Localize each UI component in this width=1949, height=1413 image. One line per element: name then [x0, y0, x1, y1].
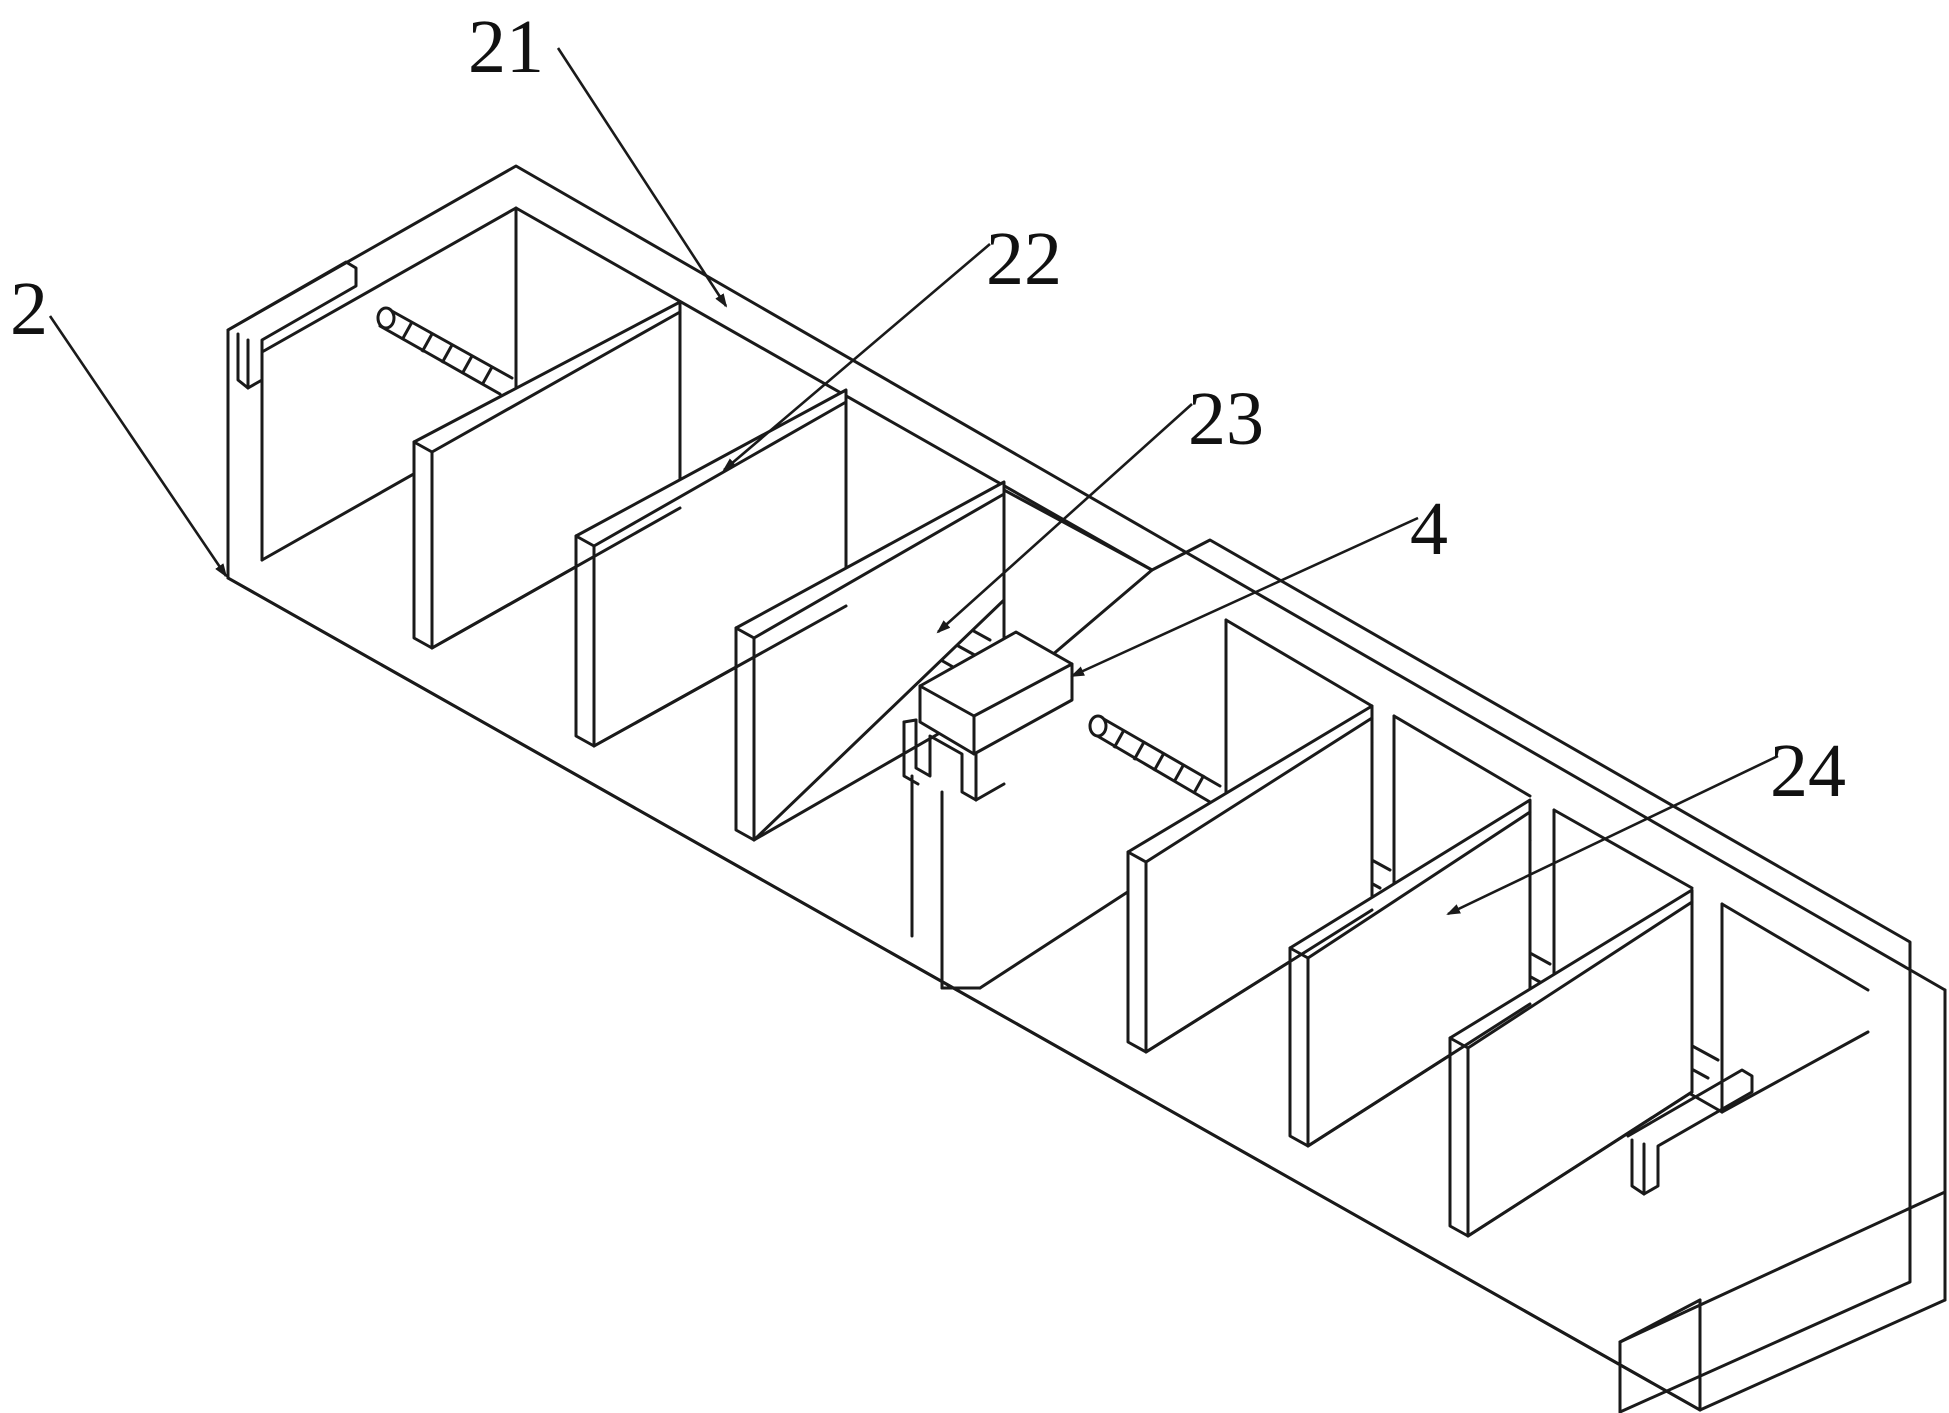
label-22: 22 [986, 217, 1062, 301]
label-23: 23 [1188, 377, 1264, 461]
leader-lines [48, 47, 1779, 916]
screw-5 [1088, 714, 1222, 804]
plate-3 [734, 480, 1006, 842]
leader-22 [722, 243, 991, 472]
leader-23 [936, 403, 1193, 634]
label-2: 2 [10, 267, 48, 351]
tray-body [226, 164, 1947, 1413]
screw-1 [376, 306, 514, 396]
slide-block [902, 630, 1074, 990]
end-rails [226, 260, 1754, 1196]
leader-21 [556, 47, 728, 308]
label-21: 21 [468, 5, 544, 89]
reference-labels: 2 21 22 23 4 24 [10, 5, 1846, 813]
leader-4 [1070, 516, 1419, 678]
label-4: 4 [1410, 487, 1448, 571]
partition-plates [412, 300, 1694, 1238]
leader-24 [1446, 754, 1779, 916]
leader-2 [48, 315, 228, 578]
label-24: 24 [1770, 729, 1846, 813]
